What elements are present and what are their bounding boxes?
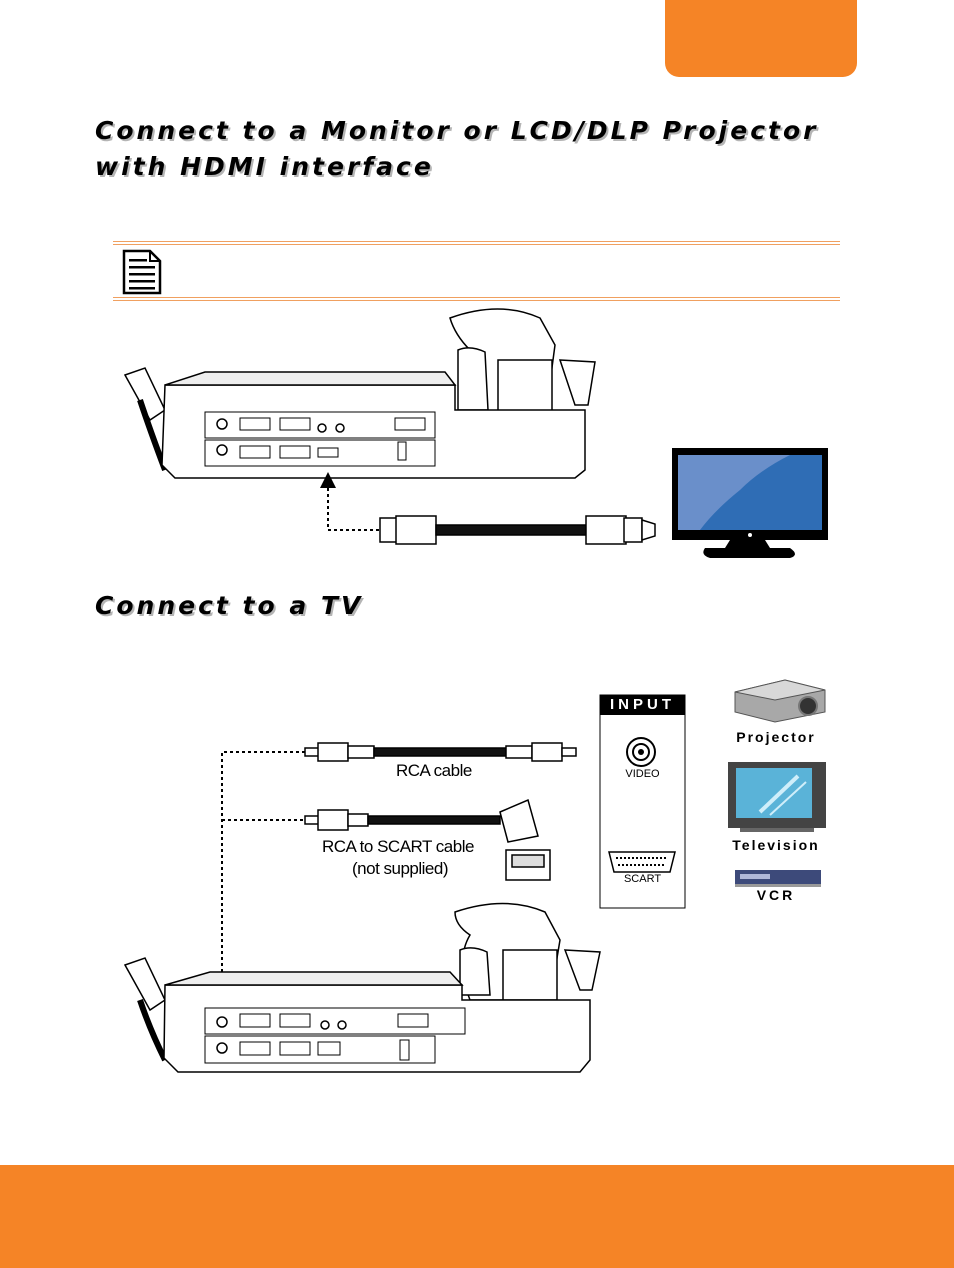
document-camera-1 [123,308,596,479]
hdmi-cable [379,515,656,545]
scart-label: SCART [623,873,662,885]
note-bottom-rule-2 [113,300,840,301]
input-panel-title: INPUT [610,696,675,713]
device-television-label: Television [732,837,820,853]
tv-heading: Connect to a TV [95,591,364,620]
hdmi-heading: Connect to a Monitor or LCD/DLP Projecto… [95,116,819,181]
device-vcr-label: VCR [756,887,796,903]
document-camera-2 [123,902,601,1073]
footer-bar [0,1165,954,1268]
note-top-rule-2 [113,244,840,245]
device-projector-label: Projector [736,729,816,745]
note-bottom-rule [113,297,840,298]
rca-cable-label: RCA cable [396,761,472,780]
note-top-rule [113,241,840,242]
note-icon [122,249,162,295]
monitor [672,448,828,558]
scart-cable-label: RCA to SCART cable [322,837,474,856]
television-icon [728,762,826,832]
projector-icon [734,679,826,723]
chapter-tab [665,0,857,77]
video-label: VIDEO [625,768,660,780]
rca-cable [304,742,577,762]
scart-cable-note: (not supplied) [352,859,449,878]
vcr-icon [735,870,821,887]
